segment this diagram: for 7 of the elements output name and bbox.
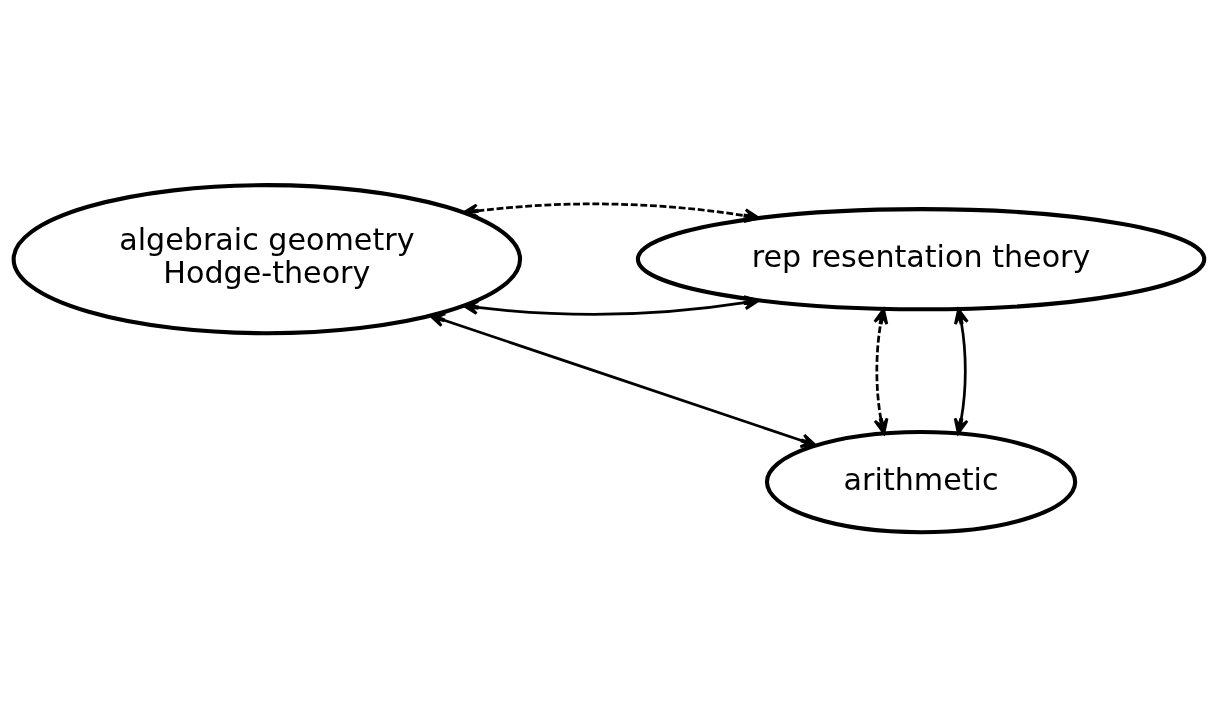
arrow <box>873 307 889 434</box>
arrow <box>462 294 760 316</box>
arrow <box>462 202 760 223</box>
arrow <box>428 312 817 448</box>
node-ellipse: algebraic geometry Hodge-theory <box>11 182 523 335</box>
node-ellipse: arithmetic <box>764 429 1078 534</box>
arrow <box>953 307 969 434</box>
